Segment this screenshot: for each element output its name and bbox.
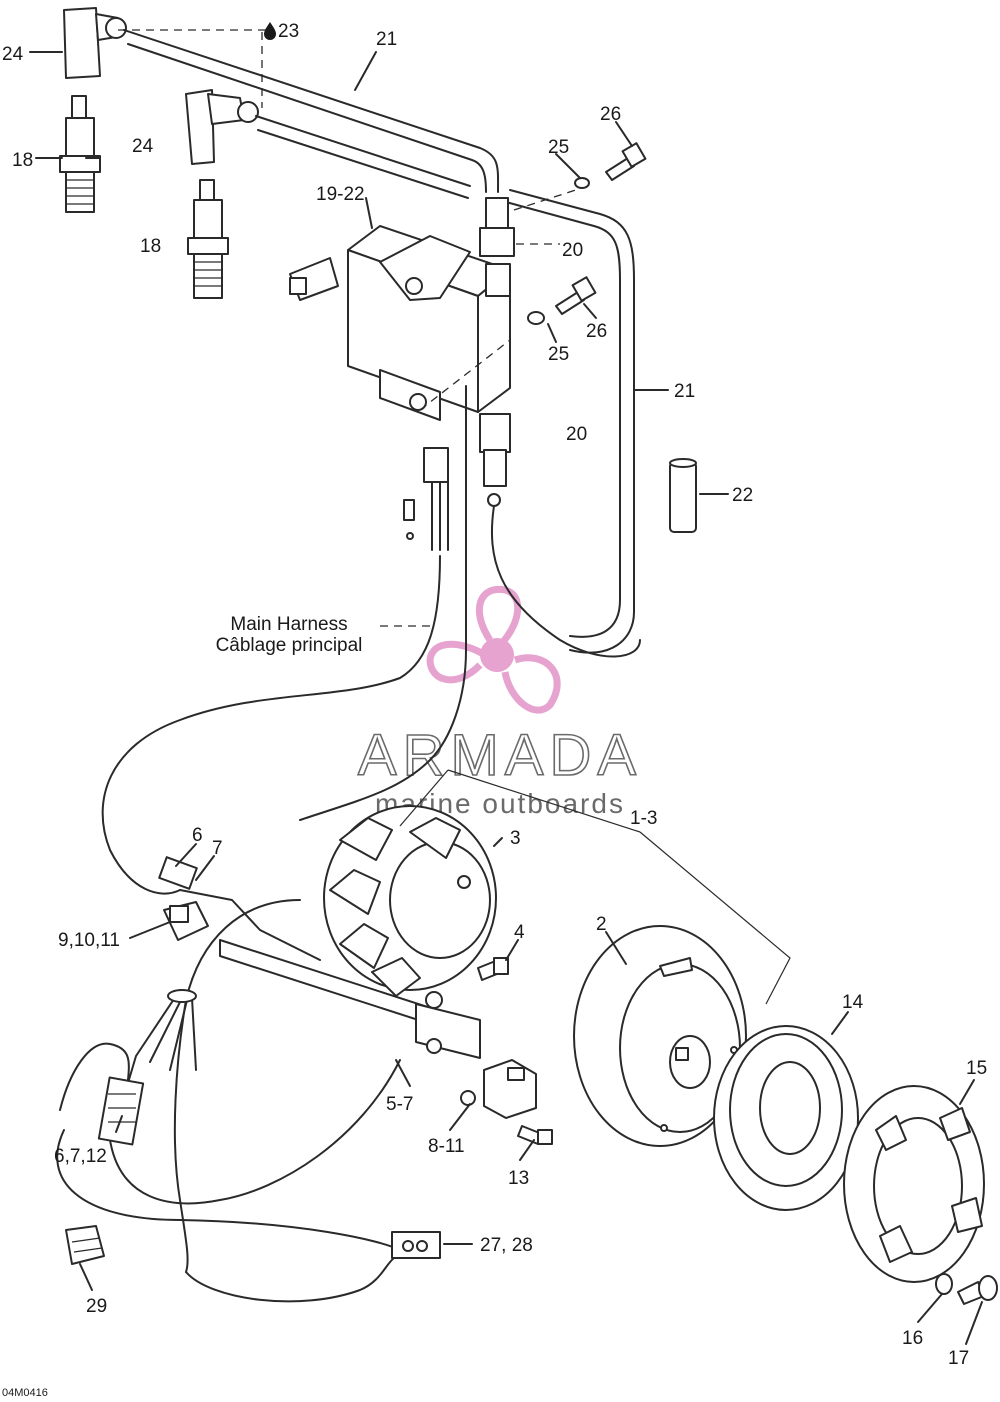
callout-20b: 20	[566, 424, 587, 445]
leader-1-3-top	[447, 769, 641, 833]
callout-26b: 26	[586, 321, 607, 342]
washer-upper	[574, 177, 590, 189]
main-harness-label-fr: Câblage principal	[216, 635, 363, 656]
leader-17	[965, 1301, 983, 1345]
coil-harness-connector	[403, 447, 449, 551]
main-harness-routing	[101, 385, 467, 895]
callout-19-22: 19-22	[316, 184, 365, 205]
leader-6a	[175, 843, 197, 867]
callout-9-10-11: 9,10,11	[58, 930, 120, 951]
ring-gear	[713, 1025, 859, 1211]
lower-hv-wire	[490, 505, 641, 658]
washer-16	[935, 1273, 953, 1295]
leader-16	[917, 1293, 943, 1323]
callout-23: 23	[278, 21, 299, 42]
callout-17: 17	[948, 1348, 969, 1369]
connector-29	[65, 1225, 105, 1265]
leader-4	[505, 939, 519, 961]
spark-plug-cap-lower	[185, 89, 259, 165]
protective-sleeve	[669, 458, 697, 533]
leader-19-22	[365, 197, 373, 229]
coil-boots	[479, 197, 515, 507]
callout-20a: 20	[562, 240, 583, 261]
leader-14	[831, 1011, 849, 1035]
screw-upper	[605, 142, 647, 181]
connector-27-28	[391, 1231, 441, 1259]
ignition-coil	[289, 225, 511, 421]
stator-screw	[477, 957, 509, 981]
callout-18a: 18	[12, 150, 33, 171]
sensor-screw	[517, 1125, 553, 1145]
leader-7a	[195, 855, 215, 881]
leader-13	[519, 1139, 535, 1161]
callout-21a: 21	[376, 29, 397, 50]
callout-6-7-12: 6,7,12	[54, 1146, 107, 1167]
leader-21a	[354, 51, 377, 91]
callout-26a: 26	[600, 104, 621, 125]
callout-3: 3	[510, 828, 521, 849]
callout-8-11: 8-11	[428, 1136, 465, 1157]
callout-7a: 7	[212, 838, 223, 859]
stator-connector-b	[163, 901, 209, 941]
callout-22: 22	[732, 485, 753, 506]
callout-27-28: 27, 28	[480, 1235, 533, 1256]
propeller-logo	[426, 585, 561, 714]
watermark-title: ARMADA	[358, 723, 642, 788]
leader-26b	[583, 303, 597, 319]
callout-25b: 25	[548, 344, 569, 365]
washer-lower	[527, 311, 545, 325]
trigger-sensor	[460, 1059, 537, 1119]
stator-wiring	[56, 889, 401, 1303]
leader-26a	[615, 121, 633, 147]
harness-connector-6-7-12	[97, 1076, 145, 1146]
flywheel	[573, 925, 747, 1147]
callout-14: 14	[842, 992, 864, 1013]
callout-16: 16	[902, 1328, 923, 1349]
callout-29: 29	[86, 1296, 107, 1317]
leader-1-3-right	[639, 831, 791, 1005]
callout-24a: 24	[2, 44, 24, 65]
screw-lower	[555, 276, 597, 315]
stator-connector-a	[158, 856, 198, 890]
cable-tie	[167, 989, 197, 1003]
high-tension-wires	[123, 29, 635, 654]
main-harness-label: Main Harness	[230, 614, 347, 635]
leader-2	[605, 931, 627, 965]
leader-3	[493, 837, 503, 847]
callout-6a: 6	[192, 825, 203, 846]
leader-29	[79, 1263, 93, 1291]
oil-drop-icon	[264, 22, 276, 40]
spark-plug-upper	[59, 95, 101, 213]
starter-cup-cover	[843, 1085, 985, 1283]
leader-8-11	[449, 1103, 471, 1131]
leader-25a	[555, 153, 581, 179]
callout-2: 2	[596, 914, 607, 935]
callout-4: 4	[514, 922, 525, 943]
leader-5-7	[395, 1059, 411, 1087]
drawing-code: 04M0416	[2, 1387, 48, 1399]
stator	[323, 805, 497, 997]
callout-25a: 25	[548, 137, 569, 158]
callout-18b: 18	[140, 236, 161, 257]
spark-plug-cap-upper	[63, 7, 127, 79]
leader-1-3-left	[399, 769, 449, 827]
leader-6-7-12	[115, 1115, 123, 1133]
coil-guide	[419, 339, 511, 411]
screw-17	[957, 1275, 998, 1305]
leader-25b	[547, 323, 557, 343]
callout-15: 15	[966, 1058, 987, 1079]
trigger-coil-plate	[219, 939, 481, 1059]
callout-1-3: 1-3	[630, 808, 657, 829]
leader-9-11	[129, 921, 171, 939]
callout-13: 13	[508, 1168, 529, 1189]
callout-24b: 24	[132, 136, 154, 157]
armada-watermark: ARMADA marine outboards	[357, 585, 642, 819]
leader-15	[959, 1079, 975, 1105]
spark-plug-lower	[187, 179, 229, 299]
callout-5-7: 5-7	[386, 1094, 413, 1115]
callout-21b: 21	[674, 381, 695, 402]
